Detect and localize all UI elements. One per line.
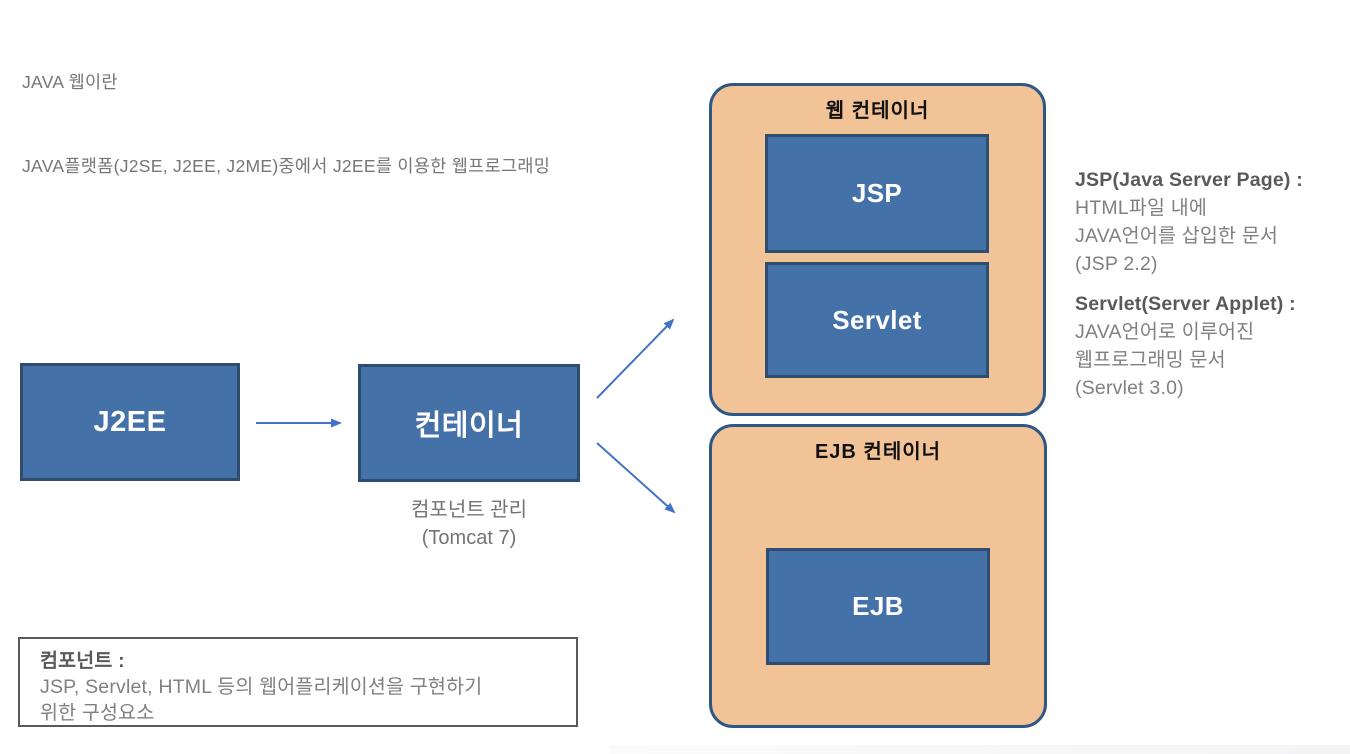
servlet-box: Servlet <box>765 262 989 378</box>
servlet-note-heading: Servlet(Server Applet) : <box>1075 293 1296 315</box>
servlet-label: Servlet <box>832 304 922 335</box>
container-box: 컨테이너 <box>358 364 580 482</box>
arrow-down-right-icon <box>596 442 676 514</box>
jsp-label: JSP <box>851 178 903 208</box>
arrow-up-right-icon <box>596 318 675 399</box>
container-label: 컨테이너 <box>414 410 524 442</box>
jsp-note-line2: JAVA언어를 삽입한 문서 <box>1075 225 1279 247</box>
container-caption: 컴포넌트 관리 (Tomcat 7) <box>358 496 580 552</box>
intro-text: JAVA 웹이란 JAVA플랫폼(J2SE, J2EE, J2ME)중에서 J2… <box>22 12 550 236</box>
servlet-note: Servlet(Server Applet) : JAVA언어로 이루어진 웹프… <box>1075 290 1296 402</box>
ejb-box: EJB <box>766 548 990 665</box>
web-container: 웹 컨테이너 JSP Servlet <box>709 83 1046 416</box>
jsp-box: JSP <box>765 134 989 253</box>
ejb-container: EJB 컨테이너 EJB <box>709 424 1047 728</box>
ejb-container-title: EJB 컨테이너 <box>814 441 942 463</box>
intro-line-1: JAVA 웹이란 <box>22 72 118 92</box>
container-caption-line2: (Tomcat 7) <box>421 527 517 549</box>
component-note-line2: 위한 구성요소 <box>40 702 155 724</box>
servlet-note-line2: 웹프로그래밍 문서 <box>1075 349 1226 371</box>
web-container-title: 웹 컨테이너 <box>825 100 930 122</box>
j2ee-box: J2EE <box>20 363 240 481</box>
jsp-note-heading: JSP(Java Server Page) : <box>1075 169 1303 191</box>
j2ee-label: J2EE <box>93 405 167 438</box>
container-caption-line1: 컴포넌트 관리 <box>411 499 527 521</box>
ejb-label: EJB <box>852 591 904 621</box>
component-note-line1: JSP, Servlet, HTML 등의 웹어플리케이션을 구현하기 <box>40 676 483 698</box>
component-note-heading: 컴포넌트 : <box>40 650 125 672</box>
intro-line-2: JAVA플랫폼(J2SE, J2EE, J2ME)중에서 J2EE를 이용한 웹… <box>22 156 551 176</box>
component-note-box: 컴포넌트 : JSP, Servlet, HTML 등의 웹어플리케이션을 구현… <box>18 637 578 727</box>
servlet-note-line1: JAVA언어로 이루어진 <box>1075 321 1255 343</box>
bottom-shadow <box>610 745 1350 754</box>
jsp-note-line3: (JSP 2.2) <box>1075 253 1158 275</box>
servlet-note-line3: (Servlet 3.0) <box>1075 377 1184 399</box>
jsp-note: JSP(Java Server Page) : HTML파일 내에 JAVA언어… <box>1075 166 1303 278</box>
jsp-note-line1: HTML파일 내에 <box>1075 197 1208 219</box>
